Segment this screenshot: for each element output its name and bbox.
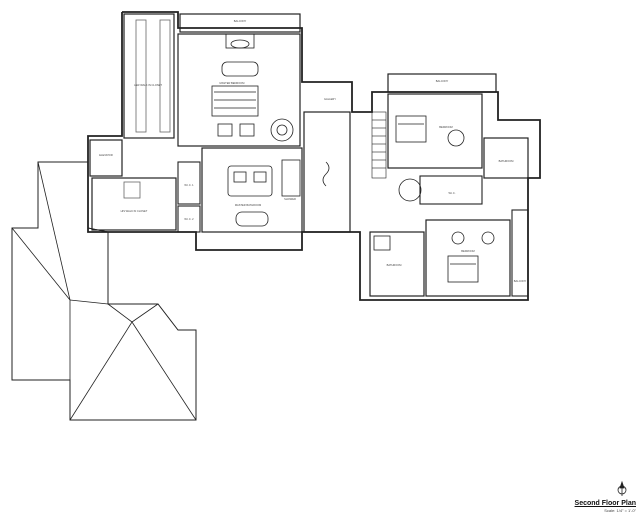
master-bedroom: MASTER BEDROOM bbox=[177, 33, 301, 147]
exterior-walls bbox=[87, 11, 541, 301]
room-label-balcony-top: BALCONY bbox=[234, 19, 247, 23]
north-arrow-icon bbox=[617, 480, 627, 496]
her-walk-in-closet: HER WALK IN CLOSET bbox=[123, 13, 175, 139]
balcony-side: BALCONY bbox=[511, 209, 529, 297]
room-label-bathroom-2: BATHROOM bbox=[387, 263, 402, 267]
title-block: Second Floor Plan Scale: 1/4" = 1'-0" bbox=[540, 500, 636, 513]
room-label-her-closet: HER WALK IN CLOSET bbox=[134, 83, 162, 87]
stair bbox=[371, 111, 387, 179]
room-label-master-bathroom: MASTER BATHROOM bbox=[235, 203, 261, 207]
room-label-bedroom-1: BEDROOM bbox=[439, 125, 452, 129]
wic-3: W.I.C. bbox=[398, 175, 483, 205]
plan-title: Second Floor Plan bbox=[574, 500, 636, 507]
balcony-top: BALCONY bbox=[179, 13, 301, 33]
room-label-balcony-right: BALCONY bbox=[436, 79, 449, 83]
room-label-bathroom-1: BATHROOM bbox=[499, 159, 514, 163]
roof-outline bbox=[11, 161, 197, 421]
room-label-shower: SHOWER bbox=[284, 197, 296, 201]
bedroom-1: BEDROOM bbox=[387, 93, 483, 169]
gallery: GALLERY bbox=[303, 97, 351, 233]
plan-scale: Scale: 1/4" = 1'-0" bbox=[604, 508, 636, 513]
bedroom-2: BEDROOM bbox=[425, 219, 511, 297]
room-label-wic-1: W.I.C. 1 bbox=[184, 183, 194, 187]
master-bathroom: MASTER BATHROOM SHOWER bbox=[201, 147, 303, 233]
room-label-bedroom-2: BEDROOM bbox=[461, 249, 474, 253]
room-label-gallery: GALLERY bbox=[324, 97, 336, 101]
room-label-his-closet: HIS WALK IN CLOSET bbox=[121, 209, 148, 213]
elevator: ELEVATOR bbox=[89, 139, 123, 177]
bathroom-1: BATHROOM bbox=[483, 137, 529, 179]
room-label-balcony-side: BALCONY bbox=[514, 279, 527, 283]
room-label-elevator: ELEVATOR bbox=[99, 153, 113, 157]
room-label-wic-3: W.I.C. bbox=[448, 191, 455, 195]
wic-1-2: W.I.C. 1 W.I.C. 2 bbox=[177, 161, 201, 233]
his-walk-in-closet: HIS WALK IN CLOSET bbox=[91, 177, 177, 231]
bathroom-2: BATHROOM bbox=[369, 231, 425, 297]
room-label-wic-2: W.I.C. 2 bbox=[184, 217, 194, 221]
room-label-master-bedroom: MASTER BEDROOM bbox=[220, 81, 245, 85]
balcony-right: BALCONY bbox=[387, 73, 497, 93]
